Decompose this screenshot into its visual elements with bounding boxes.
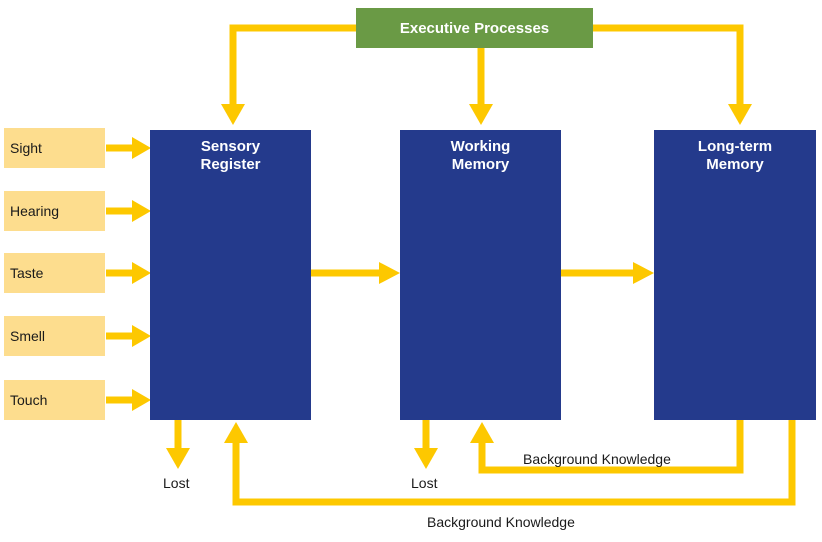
working-memory-title-line2: Memory bbox=[451, 156, 510, 173]
lost-label-sensory: Lost bbox=[163, 475, 190, 491]
touch-arrowhead bbox=[132, 389, 151, 411]
bk-to-sensory-arrow bbox=[232, 420, 796, 506]
sensory-register-block: Sensory Register bbox=[150, 130, 311, 420]
hearing-arrowhead bbox=[132, 200, 151, 222]
taste-arrowhead bbox=[132, 262, 151, 284]
sensory-to-working-arrowhead bbox=[379, 262, 400, 284]
executive-processes-label: Executive Processes bbox=[399, 19, 550, 37]
working-to-longterm-arrowhead bbox=[633, 262, 654, 284]
working-memory-title-line1: Working bbox=[450, 138, 511, 155]
sense-box-hearing: Hearing bbox=[4, 191, 105, 231]
executive-processes-box: Executive Processes bbox=[356, 8, 593, 48]
sense-box-taste: Taste bbox=[4, 253, 105, 293]
lost-working-arrowhead bbox=[414, 448, 438, 469]
background-knowledge-label-working: Background Knowledge bbox=[523, 451, 671, 467]
bk-to-working-arrowhead bbox=[470, 422, 494, 443]
sense-label: Taste bbox=[10, 265, 44, 281]
long-term-memory-title-line1: Long-term bbox=[697, 138, 773, 155]
long-term-memory-block: Long-term Memory bbox=[654, 130, 816, 420]
lost-label-working: Lost bbox=[411, 475, 438, 491]
exec-to-working-arrowhead bbox=[469, 104, 493, 125]
sight-arrowhead bbox=[132, 137, 151, 159]
bk-to-sensory-arrowhead bbox=[224, 422, 248, 443]
lost-sensory-arrowhead bbox=[166, 448, 190, 469]
sensory-register-title-line1: Sensory bbox=[200, 138, 261, 155]
long-term-memory-title-line2: Memory bbox=[706, 156, 764, 173]
exec-to-longterm-arrow bbox=[592, 24, 744, 105]
background-knowledge-label-sensory: Background Knowledge bbox=[427, 514, 575, 530]
exec-to-sensory-arrow bbox=[229, 24, 357, 105]
sense-label: Smell bbox=[10, 328, 46, 344]
smell-arrowhead bbox=[132, 325, 151, 347]
sense-label: Sight bbox=[10, 140, 42, 156]
sensory-register-title-line2: Register bbox=[200, 156, 261, 173]
sense-label: Hearing bbox=[10, 203, 60, 219]
bk-to-working-arrow bbox=[478, 420, 744, 474]
sense-box-smell: Smell bbox=[4, 316, 105, 356]
sense-box-sight: Sight bbox=[4, 128, 105, 168]
working-memory-block: Working Memory bbox=[400, 130, 561, 420]
sense-label: Touch bbox=[10, 392, 48, 408]
exec-to-longterm-arrowhead bbox=[728, 104, 752, 125]
exec-to-sensory-arrowhead bbox=[221, 104, 245, 125]
sense-box-touch: Touch bbox=[4, 380, 105, 420]
